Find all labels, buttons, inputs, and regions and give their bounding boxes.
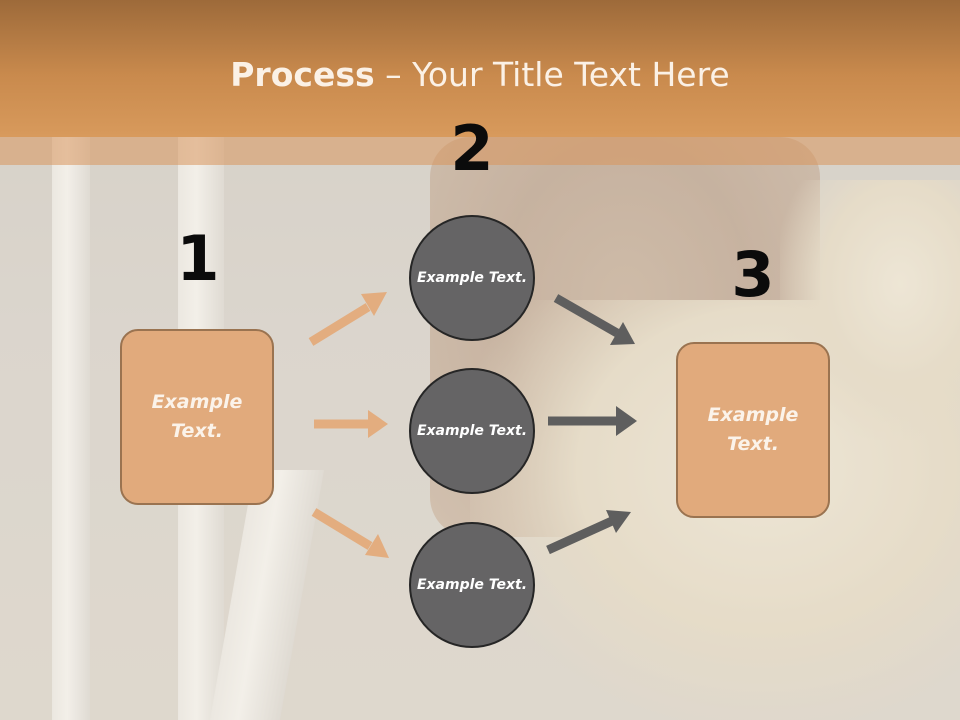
title-bar — [0, 0, 960, 137]
arrow-from-circle-top — [553, 294, 635, 345]
arrow-to-circle-bottom — [311, 508, 389, 558]
page-title: Process – Your Title Text Here — [0, 52, 960, 98]
step-number-2: 2 — [450, 112, 494, 185]
step-2-circle-middle: Example Text. — [409, 368, 535, 494]
circle-text: Example Text. — [416, 269, 528, 286]
step-1-text: Example Text. — [151, 391, 243, 442]
title-rest: – Your Title Text Here — [374, 55, 730, 94]
step-3-text: Example Text. — [707, 404, 799, 455]
arrow-to-circle-top — [308, 292, 387, 346]
arrow-to-circle-middle — [314, 410, 388, 438]
circle-text: Example Text. — [416, 422, 528, 439]
step-number-1: 1 — [176, 222, 220, 295]
step-3-box: Example Text. — [676, 342, 830, 518]
step-2-circle-top: Example Text. — [409, 215, 535, 341]
step-number-3: 3 — [731, 238, 775, 311]
step-2-circle-bottom: Example Text. — [409, 522, 535, 648]
background-post — [52, 137, 90, 720]
title-bar-band — [0, 137, 960, 165]
circle-text: Example Text. — [416, 576, 528, 593]
arrow-from-circle-bottom — [546, 510, 631, 555]
title-strong: Process — [230, 55, 375, 94]
arrow-from-circle-middle — [548, 406, 637, 436]
step-1-box: Example Text. — [120, 329, 274, 505]
